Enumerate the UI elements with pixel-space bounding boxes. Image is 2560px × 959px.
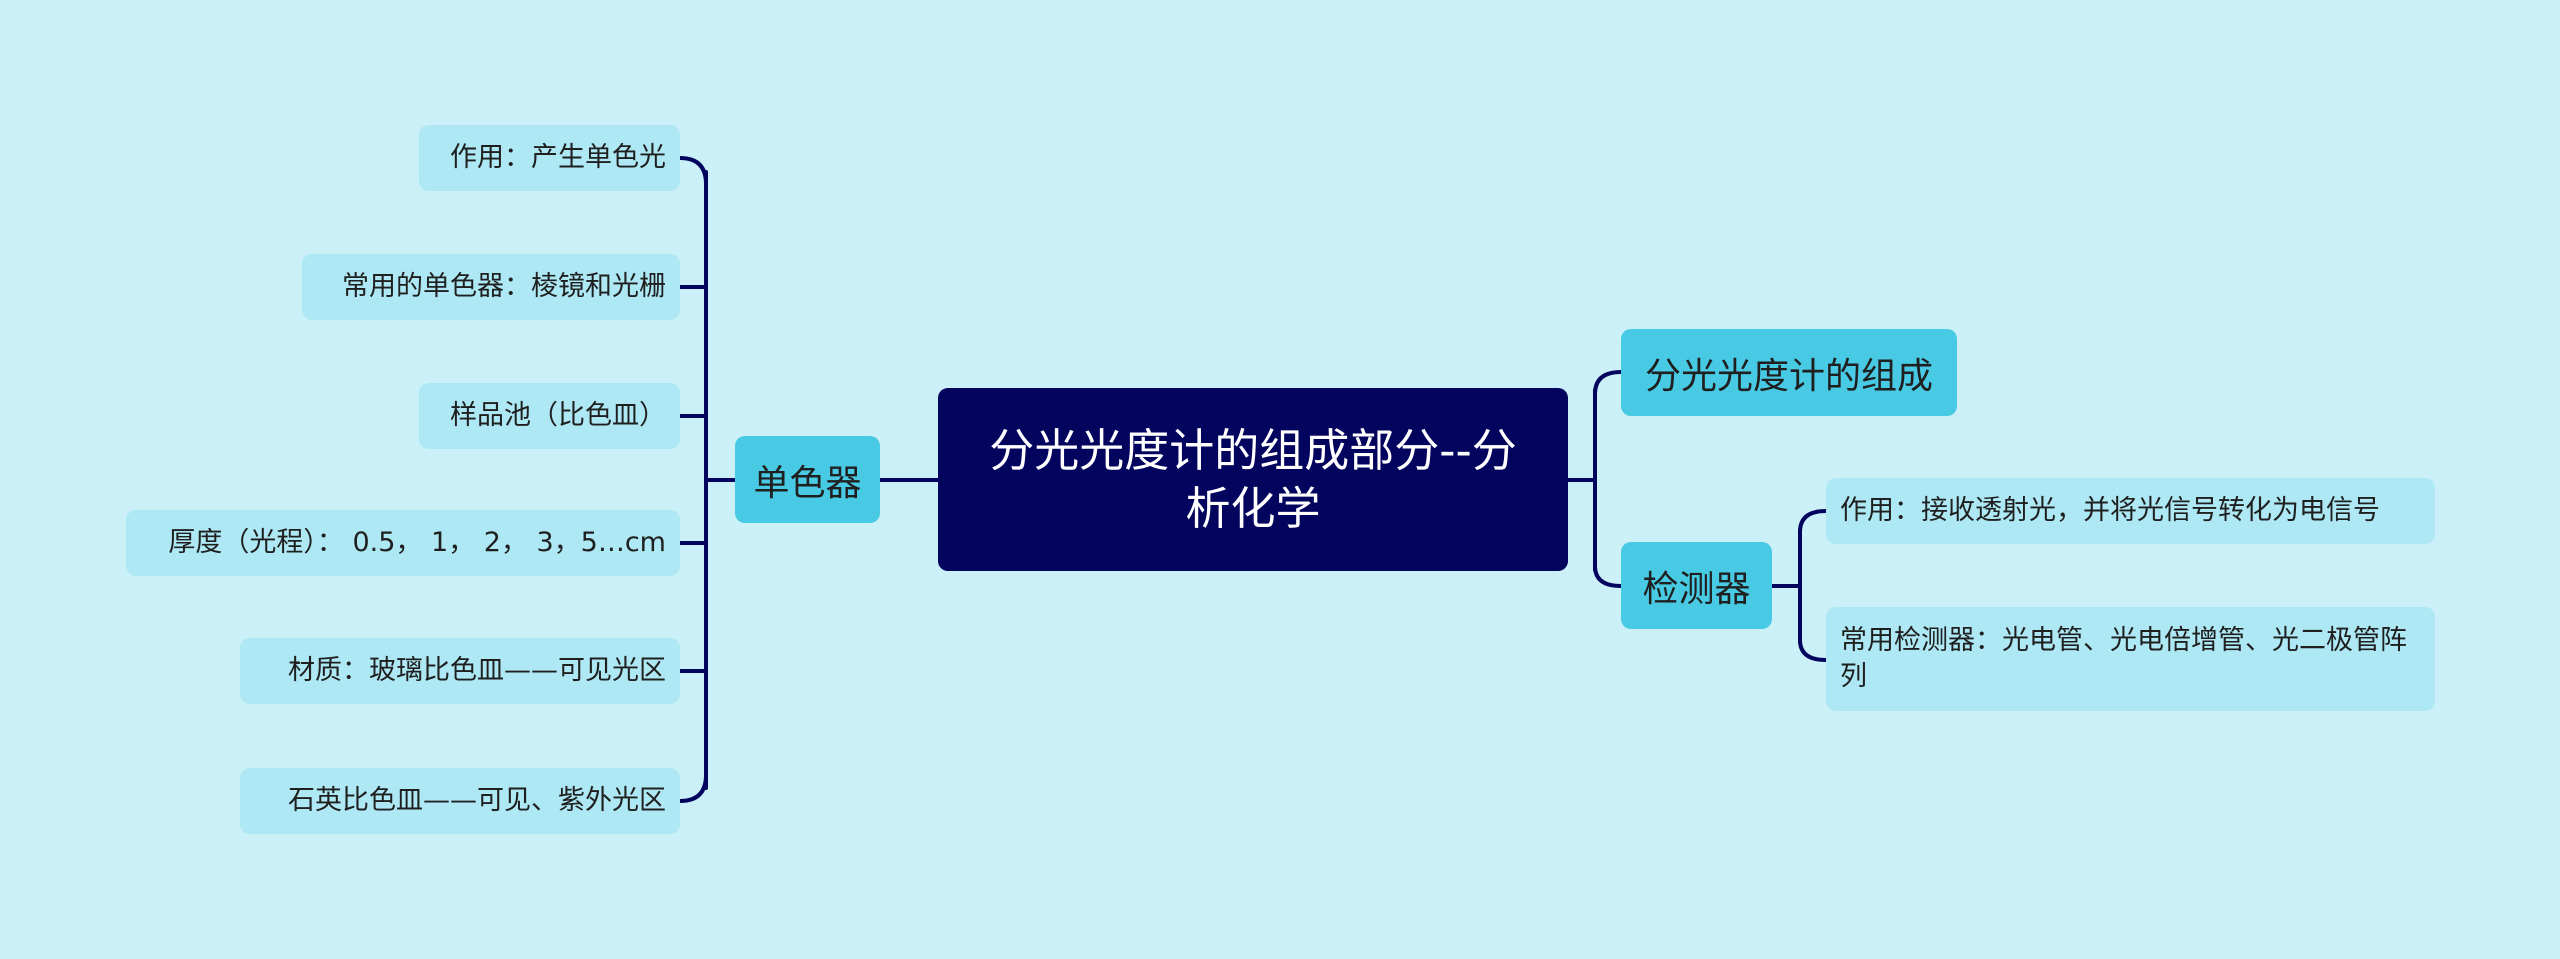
leaf-common-monochromator[interactable]: 常用的单色器：棱镜和光栅: [302, 254, 680, 320]
branch-composition-label: 分光光度计的组成: [1644, 355, 1933, 397]
link-detector-child-1: [1798, 509, 1828, 534]
leaf-thickness-text: 厚度（光程）： 0.5， 1， 2， 3，5…cm: [168, 527, 666, 558]
leaf-sample-cell-text: 样品池（比色皿）: [450, 400, 666, 431]
link-right-top: [1593, 370, 1623, 396]
branch-detector[interactable]: 检测器: [1621, 542, 1772, 629]
leaf-quartz[interactable]: 石英比色皿——可见、紫外光区: [240, 768, 680, 834]
leaf-detector-function-text: 作用：接收透射光，并将光信号转化为电信号: [1840, 495, 2380, 526]
leaf-thickness[interactable]: 厚度（光程）： 0.5， 1， 2， 3，5…cm: [126, 510, 680, 576]
link-left-child-6: [678, 773, 708, 803]
leaf-detector-function[interactable]: 作用：接收透射光，并将光信号转化为电信号: [1826, 478, 2435, 544]
link-detector-child-2: [1798, 638, 1828, 662]
link-left-child-1: [678, 156, 708, 186]
root-topic[interactable]: 分光光度计的组成部分--分析化学: [938, 388, 1568, 571]
leaf-quartz-text: 石英比色皿——可见、紫外光区: [288, 785, 666, 816]
leaf-function-text: 作用：产生单色光: [450, 142, 666, 173]
branch-detector-label: 检测器: [1642, 568, 1751, 610]
branch-monochromator[interactable]: 单色器: [735, 436, 880, 523]
branch-composition[interactable]: 分光光度计的组成: [1621, 329, 1957, 416]
leaf-sample-cell[interactable]: 样品池（比色皿）: [419, 383, 680, 449]
leaf-function[interactable]: 作用：产生单色光: [419, 125, 680, 191]
leaf-common-detectors[interactable]: 常用检测器：光电管、光电倍增管、光二极管阵列: [1826, 607, 2435, 711]
leaf-common-monochromator-text: 常用的单色器：棱镜和光栅: [342, 271, 666, 302]
leaf-material-text: 材质：玻璃比色皿——可见光区: [288, 655, 666, 686]
root-title: 分光光度计的组成部分--分析化学: [989, 423, 1517, 535]
link-right-bottom: [1593, 564, 1623, 588]
branch-monochromator-label: 单色器: [753, 462, 862, 504]
leaf-common-detectors-text: 常用检测器：光电管、光电倍增管、光二极管阵列: [1840, 625, 2407, 692]
leaf-material[interactable]: 材质：玻璃比色皿——可见光区: [240, 638, 680, 704]
